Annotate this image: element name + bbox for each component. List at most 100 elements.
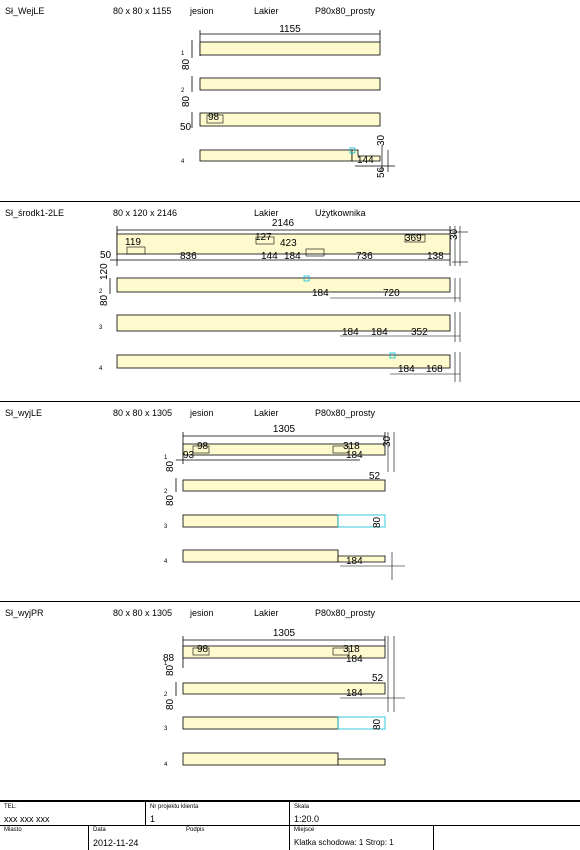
beam-1 [199, 41, 381, 56]
dim-184: 184 [346, 654, 363, 665]
beam-2 [199, 77, 381, 91]
dim-98: 98 [197, 644, 209, 655]
dim-184: 184 [398, 364, 415, 375]
dim-184: 184 [371, 327, 388, 338]
row-index: 4 [181, 159, 185, 165]
drawing-panel-1: Sł_WejLE 80 x 80 x 1155 jesion Lakier P8… [0, 0, 580, 202]
beam-drawing: 1305 98 93 318 184 1 80 2 80 52 3 80 4 1… [164, 424, 405, 580]
dim-total: 1305 [273, 628, 296, 639]
panel-dims: 80 x 80 x 1305 [113, 408, 173, 418]
tel-cell: TEL: xxx xxx xxx [0, 802, 146, 825]
beam-drawing: 1305 98 318 184 88 80 1 2 80 184 52 3 80… [163, 628, 405, 768]
beam-1 [116, 233, 451, 255]
panel-finish: Lakier [254, 608, 279, 618]
drawing-panel-2: Sł_środk1-2LE 80 x 120 x 2146 Lakier Uży… [0, 202, 580, 402]
dim-total: 2146 [272, 218, 295, 229]
dim-836: 836 [180, 251, 197, 262]
dim-318: 318 [343, 441, 360, 452]
dim-98: 98 [208, 112, 220, 123]
date-label: Data [93, 827, 106, 833]
dim-127: 127 [255, 232, 272, 243]
dim-184: 184 [284, 251, 301, 262]
scale-value: 1:20.0 [294, 814, 320, 824]
dim-50: 50 [180, 122, 192, 133]
row-index: 2 [181, 88, 185, 94]
dim-98: 98 [197, 441, 209, 452]
beam-2 [182, 479, 386, 492]
dim-height: 80 [165, 664, 176, 676]
drawing-panel-4: Sł_wyjPR 80 x 80 x 1305 jesion Lakier P8… [0, 602, 580, 801]
panel-wood: jesion [190, 608, 214, 618]
panel-profile: P80x80_prosty [315, 6, 376, 16]
dim-144: 144 [261, 251, 278, 262]
dim-168: 168 [426, 364, 443, 375]
dim-height: 80 [165, 698, 176, 710]
place-label: Miejsce [294, 827, 315, 833]
panel-wood: jesion [190, 6, 214, 16]
beam-4 [182, 549, 339, 563]
row-index: 2 [164, 692, 168, 698]
beam-3 [199, 112, 381, 127]
panel-name: Sł_WejLE [5, 6, 45, 16]
tel-value: xxx xxx xxx [4, 814, 50, 824]
panel-dims: 80 x 80 x 1305 [113, 608, 173, 618]
dim-352: 352 [411, 327, 428, 338]
dim-120: 120 [99, 263, 110, 280]
beam-2 [116, 277, 451, 293]
panel-name: Sł_wyjLE [5, 408, 43, 418]
dim-30: 30 [376, 134, 387, 146]
row-index: 3 [164, 726, 168, 732]
dim-423: 423 [280, 238, 297, 249]
dim-height: 80 [165, 494, 176, 506]
dim-30: 30 [449, 228, 460, 240]
dim-184: 184 [312, 288, 329, 299]
row-index: 3 [99, 325, 103, 331]
dim-736: 736 [356, 251, 373, 262]
panel-profile: P80x80_prosty [315, 608, 376, 618]
beam-3 [182, 716, 339, 730]
dim-184: 184 [342, 327, 359, 338]
dim-52: 52 [372, 673, 384, 684]
row-index: 1 [164, 455, 168, 461]
row-index: 3 [164, 524, 168, 530]
beam-4 [199, 149, 353, 162]
scale-label: Skala [294, 804, 310, 810]
row-index: 1 [181, 51, 185, 57]
project-label: Nr projektu klienta [150, 804, 199, 810]
date-cell: Data Podpis 2012-11-24 [89, 825, 290, 850]
dim-184: 184 [346, 688, 363, 699]
panel-finish: Lakier [254, 6, 279, 16]
row-index: 4 [164, 762, 168, 768]
dim-144: 144 [357, 155, 374, 166]
panel-finish: Lakier [254, 408, 279, 418]
dim-119: 119 [125, 237, 141, 248]
dim-88: 88 [163, 653, 175, 664]
tel-label: TEL: [4, 804, 17, 810]
panel-dims: 80 x 120 x 2146 [113, 208, 178, 218]
dim-318: 318 [343, 644, 360, 655]
row-index: 1 [164, 661, 168, 667]
dim-total: 1155 [279, 24, 301, 35]
dim-height: 80 [181, 58, 192, 70]
beam-1 [182, 443, 386, 456]
beam-3 [182, 514, 339, 528]
beam-4 [116, 354, 451, 369]
beam-3 [116, 314, 451, 332]
dim-height: 80 [372, 516, 383, 528]
panel-wood: jesion [190, 408, 214, 418]
panel-profile: Użytkownika [315, 208, 366, 218]
sign-label: Podpis [186, 827, 205, 833]
row-index: 2 [99, 289, 103, 295]
scale-cell: Skala 1:20.0 [290, 802, 580, 825]
panel-name: Sł_środk1-2LE [5, 208, 65, 218]
row-index: 4 [164, 559, 168, 565]
beam-4 [182, 752, 339, 766]
dim-184: 184 [346, 556, 363, 567]
dim-138: 138 [427, 251, 444, 262]
project-value: 1 [150, 814, 156, 824]
city-label: Miasto [4, 827, 22, 833]
panel-finish: Lakier [254, 208, 279, 218]
date-value: 2012-11-24 [93, 838, 139, 848]
dim-720: 720 [383, 288, 400, 299]
dim-height: 80 [181, 95, 192, 107]
